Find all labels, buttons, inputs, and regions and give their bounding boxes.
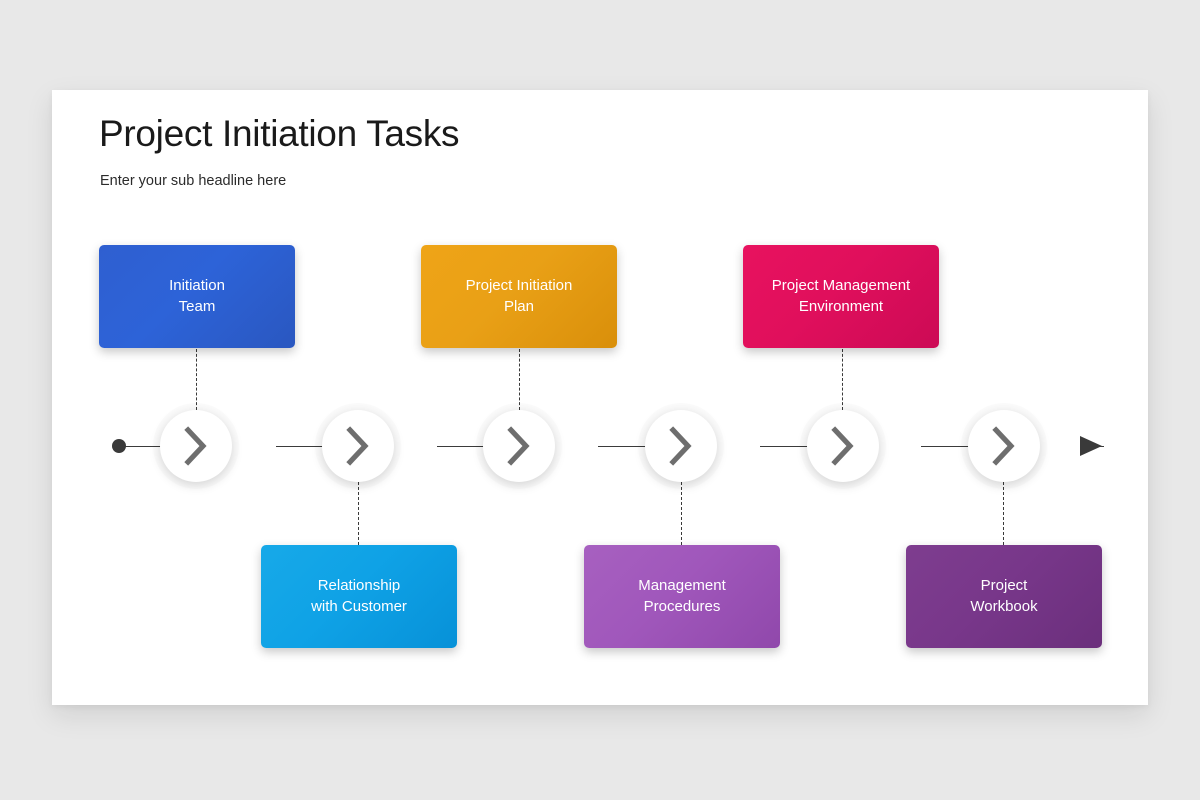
task-box-management-procedures[interactable]: Management Procedures — [584, 545, 780, 648]
chevron-right-icon — [506, 426, 532, 466]
task-box-label: Project Workbook — [970, 576, 1038, 615]
chevron-right-icon — [345, 426, 371, 466]
connector-line — [681, 482, 682, 545]
connector-line — [1003, 482, 1004, 545]
timeline — [52, 90, 1148, 705]
timeline-node-2[interactable] — [322, 410, 394, 482]
task-box-label: Project Initiation Plan — [465, 276, 573, 315]
timeline-node-5[interactable] — [807, 410, 879, 482]
connector-line — [842, 349, 843, 410]
page-title: Project Initiation Tasks — [99, 113, 460, 154]
chevron-right-icon — [830, 426, 856, 466]
chevron-right-icon — [183, 426, 209, 466]
timeline-node-6[interactable] — [968, 410, 1040, 482]
slide-canvas: Project Initiation Tasks Enter your sub … — [52, 90, 1148, 705]
timeline-arrow-icon — [1080, 436, 1102, 456]
task-box-label: Relationship with Customer — [311, 576, 407, 615]
task-box-project-workbook[interactable]: Project Workbook — [906, 545, 1102, 648]
timeline-node-3[interactable] — [483, 410, 555, 482]
task-box-label: Project Management Environment — [771, 276, 911, 315]
task-box-project-initiation-plan[interactable]: Project Initiation Plan — [421, 245, 617, 348]
task-box-relationship-with-customer[interactable]: Relationship with Customer — [261, 545, 457, 648]
connector-line — [519, 349, 520, 410]
timeline-start-dot — [112, 439, 126, 453]
connector-line — [196, 349, 197, 410]
timeline-node-4[interactable] — [645, 410, 717, 482]
task-box-initiation-team[interactable]: Initiation Team — [99, 245, 295, 348]
axis-segment — [1082, 445, 1104, 448]
task-box-project-management-environment[interactable]: Project Management Environment — [743, 245, 939, 348]
task-box-label: Initiation Team — [169, 276, 225, 315]
page-subtitle: Enter your sub headline here — [100, 173, 287, 189]
chevron-right-icon — [668, 426, 694, 466]
chevron-right-icon — [991, 426, 1017, 466]
task-box-label: Management Procedures — [638, 576, 726, 615]
timeline-node-1[interactable] — [160, 410, 232, 482]
connector-line — [358, 482, 359, 545]
